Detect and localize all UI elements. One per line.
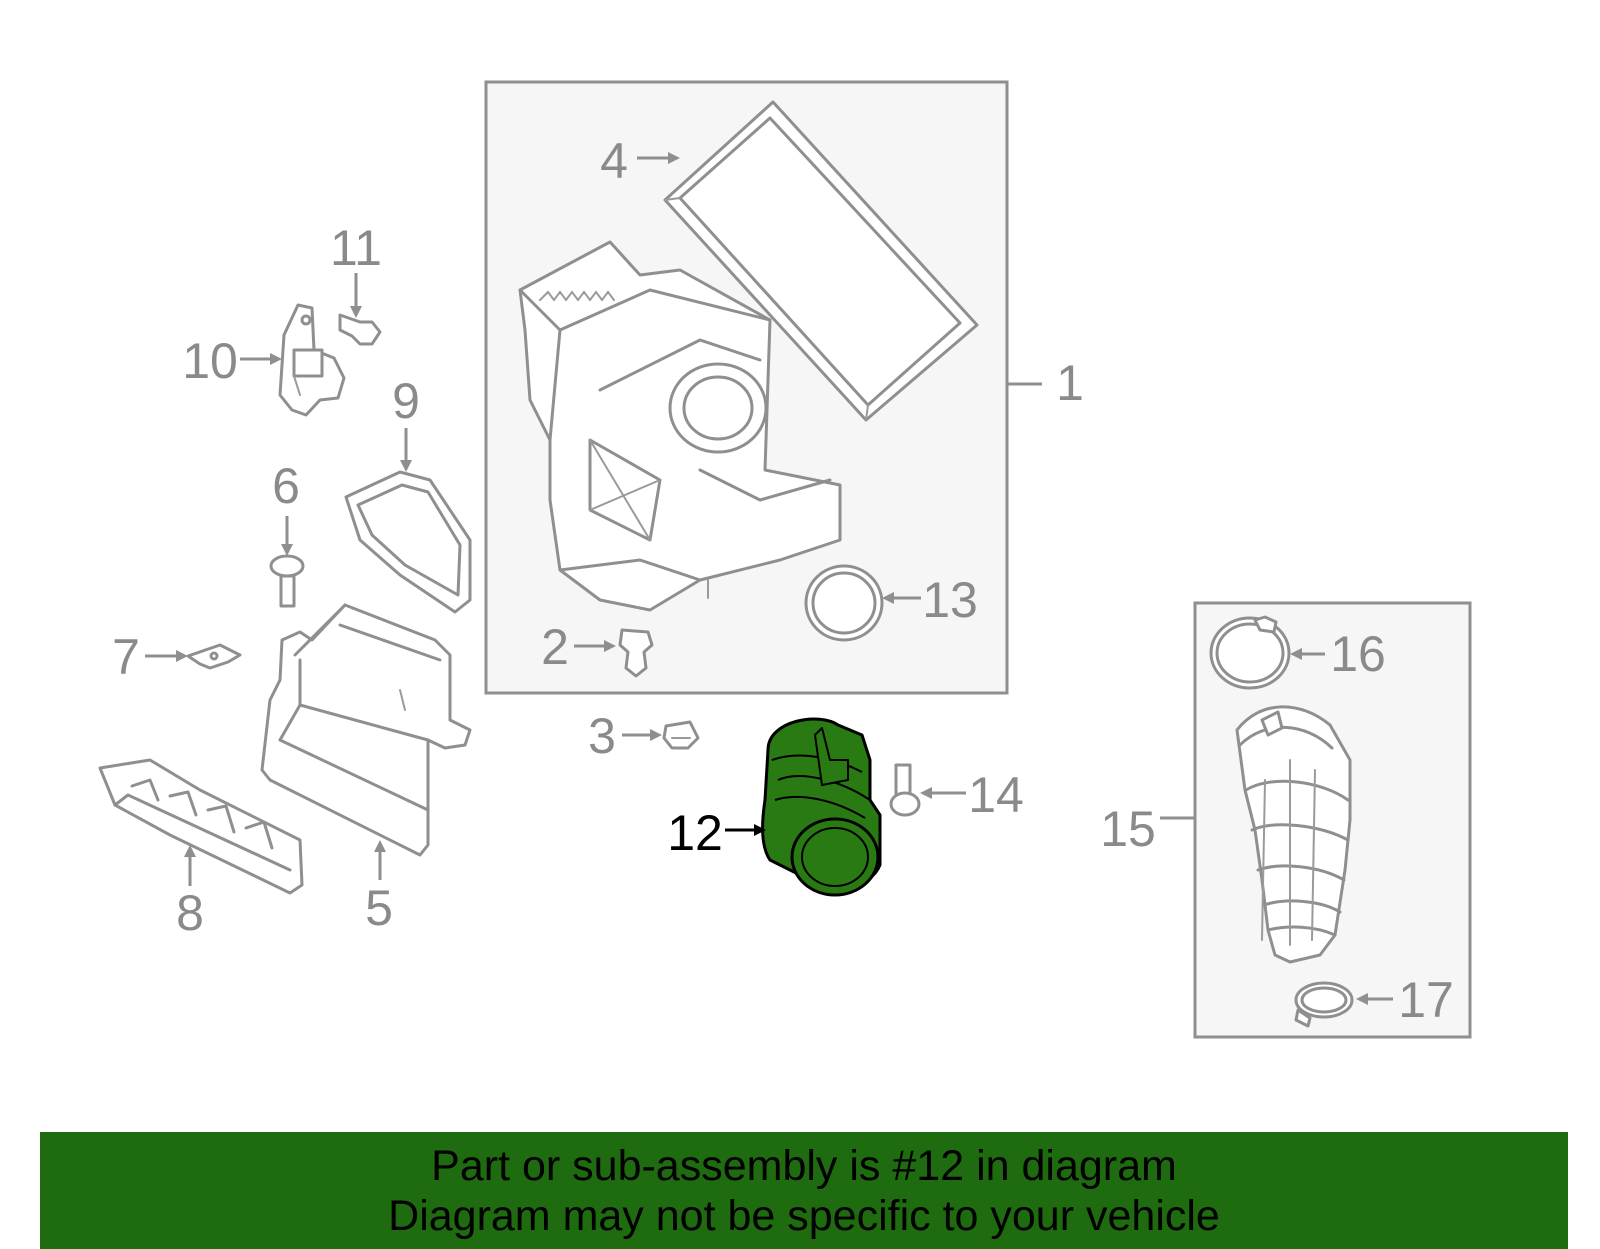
callout-14: 14 — [968, 767, 1024, 823]
part-14-bolt[interactable] — [889, 763, 921, 817]
part-2-clip[interactable] — [618, 628, 654, 678]
callout-7: 7 — [112, 629, 140, 685]
callout-5: 5 — [365, 880, 393, 936]
banner-line-2: Diagram may not be specific to your vehi… — [388, 1192, 1220, 1240]
info-banner: Part or sub-assembly is #12 in diagram D… — [40, 1132, 1568, 1249]
callout-2: 2 — [541, 619, 569, 675]
part-13-seal-ring[interactable] — [804, 564, 884, 642]
leader-lines — [145, 152, 1393, 1005]
callout-9: 9 — [392, 373, 420, 429]
part-1-air-cleaner-housing[interactable] — [518, 240, 842, 612]
part-12-air-mass-sensor[interactable] — [761, 717, 882, 897]
part-7-clip-nut[interactable] — [186, 643, 242, 670]
callout-17: 17 — [1398, 972, 1454, 1028]
callout-15: 15 — [1100, 801, 1156, 857]
part-10-bracket[interactable] — [278, 303, 346, 417]
callout-10: 10 — [182, 333, 238, 389]
callout-1: 1 — [1056, 355, 1084, 411]
callout-6: 6 — [272, 458, 300, 514]
part-3-grommet[interactable] — [662, 720, 700, 750]
part-4-air-filter[interactable] — [663, 100, 979, 422]
part-9-cover[interactable] — [344, 470, 472, 614]
leader-12 — [725, 824, 766, 836]
part-11-bolt[interactable] — [338, 313, 382, 346]
part-17-clamp[interactable] — [1294, 981, 1354, 1028]
part-8-vent[interactable] — [98, 758, 304, 895]
callout-3: 3 — [588, 708, 616, 764]
callout-4: 4 — [600, 133, 628, 189]
part-6-push-pin[interactable] — [269, 554, 305, 608]
callout-11: 11 — [330, 220, 382, 276]
callout-12: 12 — [667, 805, 723, 861]
banner-line-1: Part or sub-assembly is #12 in diagram — [431, 1142, 1177, 1190]
part-5-air-duct[interactable] — [260, 603, 472, 857]
callout-8: 8 — [176, 885, 204, 941]
part-15-intake-hose[interactable] — [1235, 705, 1352, 964]
part-16-clamp[interactable] — [1209, 615, 1291, 690]
callout-13: 13 — [922, 572, 978, 628]
callout-16: 16 — [1330, 626, 1386, 682]
